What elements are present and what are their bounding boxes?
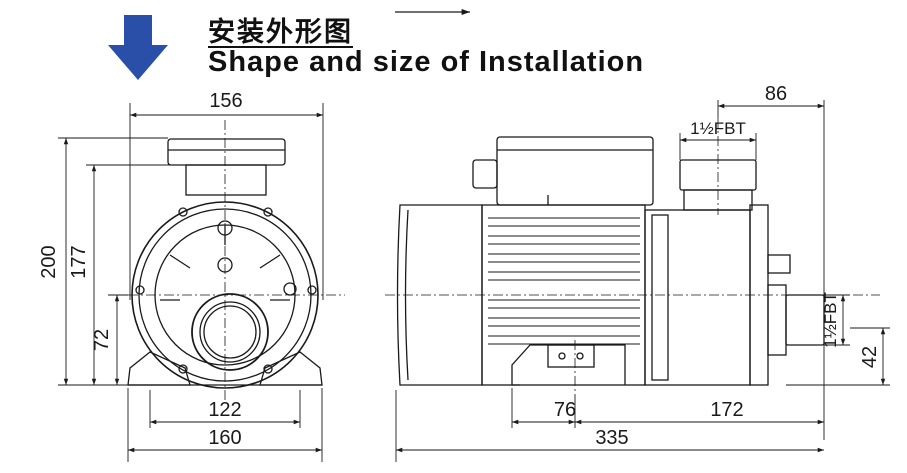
dim-front-foot-spacing: 122 <box>208 399 241 421</box>
dim-side-outlet-thread: 1½FBT <box>690 119 746 138</box>
front-view <box>110 120 345 400</box>
dim-front-outlet-height: 177 <box>68 245 90 278</box>
title-chinese: 安装外形图 <box>208 17 353 48</box>
down-arrow-icon <box>108 15 168 80</box>
dim-front-base-width: 160 <box>208 427 241 449</box>
dim-side-inlet-thread: 1½FBT <box>821 292 840 348</box>
dim-front-inlet-height: 72 <box>91 329 113 351</box>
side-view <box>385 118 880 395</box>
dim-front-total-height: 200 <box>38 245 60 278</box>
side-dimensions <box>395 100 890 462</box>
dim-side-inlet-height: 42 <box>859 346 881 368</box>
dim-front-width: 156 <box>209 90 242 112</box>
dim-side-motor-to-inlet: 172 <box>710 399 743 421</box>
front-dimensions <box>58 103 324 462</box>
title-english: Shape and size of Installation <box>208 46 645 78</box>
dim-side-outlet-offset: 86 <box>765 83 787 105</box>
dim-side-overall-length: 335 <box>595 427 628 449</box>
dim-side-foot-offset: 76 <box>554 399 576 421</box>
